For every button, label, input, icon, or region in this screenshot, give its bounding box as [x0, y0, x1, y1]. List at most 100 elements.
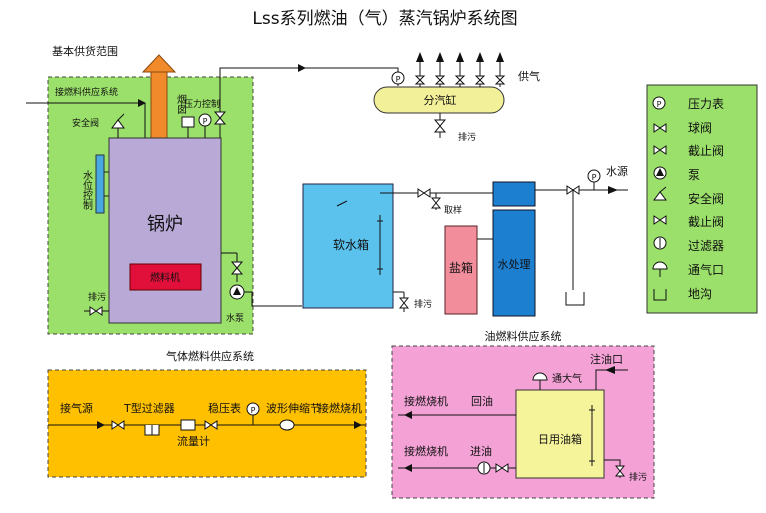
t-filter-icon [144, 425, 160, 436]
legend-item: 截止阀 [688, 144, 724, 158]
drain-valve-icon [89, 306, 103, 316]
boiler-drain-label: 排污 [88, 291, 106, 303]
gas-burner-label: 接燃烧机 [318, 401, 362, 415]
oil-vent-icon [532, 372, 548, 390]
svg-text:P: P [251, 406, 256, 415]
steam-outlet-valve-icon [213, 111, 227, 125]
stop-valve-icon [653, 215, 667, 225]
soft-water-tank [302, 183, 394, 309]
svg-text:P: P [657, 100, 662, 109]
boiler-label: 锅炉 [147, 214, 183, 235]
steam-outlet-3 [454, 52, 466, 87]
fill-port-label: 注油口 [590, 352, 623, 366]
flow-meter-label: 流量计 [177, 434, 210, 448]
gas-valve-icon [111, 420, 125, 430]
steam-outlets [414, 52, 506, 87]
chimney [141, 54, 177, 139]
steam-outlet-2 [434, 52, 446, 87]
steam-outlet-1 [414, 52, 426, 87]
legend-item: 安全阀 [688, 191, 724, 206]
sample-valve-icon [430, 197, 442, 209]
header-pressure-gauge-icon [391, 71, 405, 85]
return-label: 回油 [471, 394, 493, 408]
steam-supply-label: 供气 [518, 69, 540, 83]
float-valve-icon [336, 200, 348, 207]
burner-label: 燃料机 [150, 271, 180, 284]
pressure-control-label: 压力控制 [184, 98, 220, 110]
diagram-title: Lss系列燃油（气）蒸汽锅炉系统图 [252, 9, 517, 29]
day-oil-tank [515, 389, 605, 479]
water-source-label: 水源 [606, 164, 628, 178]
legend-icons: P [652, 96, 668, 301]
legend-item: 通气口 [688, 262, 724, 277]
regulator-label: 稳压表 [208, 401, 241, 415]
bellows-label: 波形伸缩节 [266, 402, 321, 415]
gas-system-title: 气体燃料供应系统 [166, 349, 254, 363]
globe-valve-icon [653, 145, 667, 155]
legend-labels: 压力表 球阀 截止阀 泵 安全阀 截止阀 过滤器 通气口 地沟 [688, 97, 724, 301]
legend-item: 球阀 [688, 121, 712, 135]
chimney-label: 烟囱 [175, 93, 187, 114]
oil-system-title: 油燃料供应系统 [485, 329, 562, 343]
legend-item: 地沟 [688, 287, 712, 301]
gas-valve-icon [204, 420, 218, 430]
boiler-body [108, 137, 222, 324]
filter-icon [653, 236, 667, 250]
trench-icon [653, 289, 667, 301]
pressure-gauge-icon: P [652, 96, 666, 110]
soft-tank-drain-label: 排污 [414, 298, 432, 310]
gas-source-label: 接气源 [60, 401, 93, 415]
steam-header-label: 分汽缸 [424, 93, 457, 107]
pump-label: 水泵 [226, 312, 244, 324]
oil-drain-label: 排污 [629, 471, 647, 483]
soft-tank-label: 软水箱 [333, 237, 369, 252]
sample-label: 取样 [444, 204, 462, 216]
header-drain-valve-icon [433, 119, 447, 133]
legend-item: 过滤器 [688, 239, 724, 253]
water-treatment [492, 209, 536, 317]
flow-meter-icon [180, 419, 196, 431]
bellows-icon [279, 419, 295, 431]
inlet-valve-icon [417, 188, 431, 198]
oil-drain-valve-icon [614, 465, 626, 477]
feed-burner-label: 接燃烧机 [404, 444, 448, 458]
gauge-glyph: P [396, 75, 401, 84]
scope-label: 基本供货范围 [52, 44, 118, 58]
legend-item: 泵 [688, 168, 700, 182]
soft-tank-drain-valve-icon [398, 297, 410, 309]
safety-valve-label: 安全阀 [72, 117, 99, 129]
fuel-supply-label: 接燃料供应系统 [55, 86, 118, 98]
feed-label: 进油 [470, 444, 492, 458]
legend-item: 截止阀 [688, 215, 724, 229]
check-valve-icon [230, 261, 244, 275]
day-tank-label: 日用油箱 [538, 432, 582, 446]
gauge-glyph: P [592, 173, 597, 182]
steam-outlet-4 [474, 52, 486, 87]
floor-drain [565, 292, 585, 306]
water-treatment-head [492, 181, 536, 207]
pump-icon [653, 166, 667, 180]
steam-outlet-5 [494, 52, 506, 87]
legend-item: 压力表 [688, 97, 724, 111]
vent-label: 通大气 [552, 372, 582, 385]
burner [129, 263, 202, 291]
vent-icon [652, 261, 668, 277]
oil-feed-valve-icon [495, 463, 509, 473]
ball-valve-icon [653, 123, 667, 133]
pressure-switch [181, 116, 195, 128]
gas-pressure-gauge-icon: P [246, 402, 260, 425]
salt-tank [444, 225, 478, 315]
source-valve-icon [566, 185, 580, 195]
steam-header [373, 86, 505, 114]
t-filter-label: T型过滤器 [123, 401, 175, 415]
return-burner-label: 接燃烧机 [404, 394, 448, 408]
treatment-label: 水处理 [498, 258, 531, 271]
salt-tank-label: 盐箱 [449, 260, 473, 275]
water-level-label: 水位控制 [81, 170, 93, 210]
water-level-control [95, 154, 105, 214]
oil-filter-icon [477, 461, 491, 475]
safety-valve-icon [653, 186, 667, 201]
header-drain-label: 排污 [458, 131, 476, 143]
gauge-glyph: P [203, 117, 208, 126]
